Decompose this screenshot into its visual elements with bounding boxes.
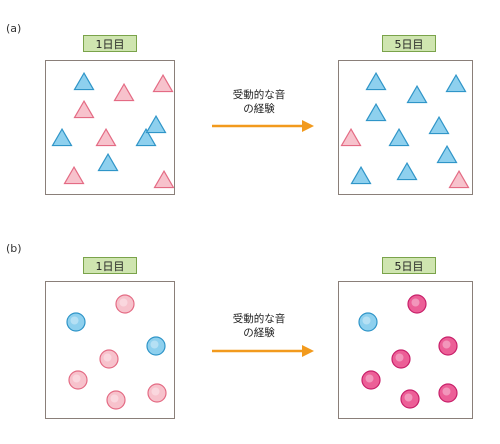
pink-triangle-shape: [63, 165, 85, 185]
panel-a-after-day-label: 5日目: [382, 35, 436, 52]
blue-triangle-shape: [396, 161, 418, 181]
panel-b-caption-line1: 受動的な音: [232, 313, 286, 325]
blue-triangle-shape: [73, 71, 95, 91]
pink-triangle-shape: [153, 169, 174, 189]
blue-circle-shape: [146, 336, 166, 356]
magenta-circle-highlight: [404, 393, 413, 402]
blue-triangle-shape: [436, 144, 458, 164]
panel-b-after-box: [338, 281, 473, 419]
pink-circle-shape: [99, 349, 119, 369]
panel-a-before-box: [45, 60, 175, 195]
pink-circle-highlight: [110, 394, 119, 403]
panel-a-label: (a): [6, 22, 22, 35]
pink-triangle-shape: [448, 169, 470, 189]
blue-triangle-shape: [406, 84, 428, 104]
panel-b-before-box: [45, 281, 175, 419]
pink-circle-shape: [115, 294, 135, 314]
blue-triangle-shape: [97, 152, 119, 172]
magenta-circle-highlight: [365, 374, 374, 383]
magenta-circle-shape: [438, 383, 458, 403]
panel-b-caption: 受動的な音 の経験: [224, 312, 294, 340]
blue-triangle-shape: [365, 102, 387, 122]
magenta-circle-shape: [400, 389, 420, 409]
pink-triangle-shape: [113, 82, 135, 102]
panel-a-before-day-label: 1日目: [83, 35, 137, 52]
pink-triangle-shape: [340, 127, 362, 147]
magenta-circle-highlight: [411, 298, 420, 307]
box-a-before-shapes: [51, 71, 174, 189]
panel-a-arrow-icon: [212, 120, 314, 132]
panel-a-caption: 受動的な音 の経験: [224, 88, 294, 116]
box-b-after-shapes: [358, 294, 458, 409]
pink-circle-shape: [106, 390, 126, 410]
pink-circle-shape: [147, 383, 167, 403]
box-a-after-shapes: [340, 71, 470, 189]
panel-a-after-box: [338, 60, 473, 195]
magenta-circle-highlight: [442, 340, 451, 349]
panel-a-caption-line1: 受動的な音: [232, 89, 286, 101]
box-b-before-shapes: [66, 294, 167, 410]
pink-circle-highlight: [151, 387, 160, 396]
blue-triangle-shape: [350, 165, 372, 185]
pink-circle-highlight: [119, 298, 128, 307]
blue-circle-highlight: [70, 316, 79, 325]
blue-circle-shape: [358, 312, 378, 332]
pink-triangle-shape: [95, 127, 117, 147]
pink-circle-shape: [68, 370, 88, 390]
blue-circle-highlight: [362, 316, 371, 325]
panel-b-after-day-label: 5日目: [382, 257, 436, 274]
panel-b-arrow-icon: [212, 345, 314, 357]
panel-b-label: (b): [6, 242, 22, 255]
blue-triangle-shape: [388, 127, 410, 147]
panel-b-caption-line2: の経験: [243, 327, 275, 339]
magenta-circle-shape: [438, 336, 458, 356]
magenta-circle-highlight: [395, 353, 404, 362]
pink-triangle-shape: [73, 99, 95, 119]
pink-circle-highlight: [72, 374, 81, 383]
blue-triangle-shape: [365, 71, 387, 91]
magenta-circle-shape: [391, 349, 411, 369]
blue-triangle-shape: [428, 115, 450, 135]
magenta-circle-highlight: [442, 387, 451, 396]
pink-circle-highlight: [103, 353, 112, 362]
blue-triangle-shape: [135, 127, 157, 147]
blue-circle-shape: [66, 312, 86, 332]
blue-triangle-shape: [145, 114, 167, 134]
magenta-circle-shape: [361, 370, 381, 390]
blue-triangle-shape: [445, 73, 467, 93]
panel-b-before-day-label: 1日目: [83, 257, 137, 274]
blue-circle-highlight: [150, 340, 159, 349]
blue-triangle-shape: [51, 127, 73, 147]
pink-triangle-shape: [152, 73, 174, 93]
panel-a-caption-line2: の経験: [243, 103, 275, 115]
magenta-circle-shape: [407, 294, 427, 314]
